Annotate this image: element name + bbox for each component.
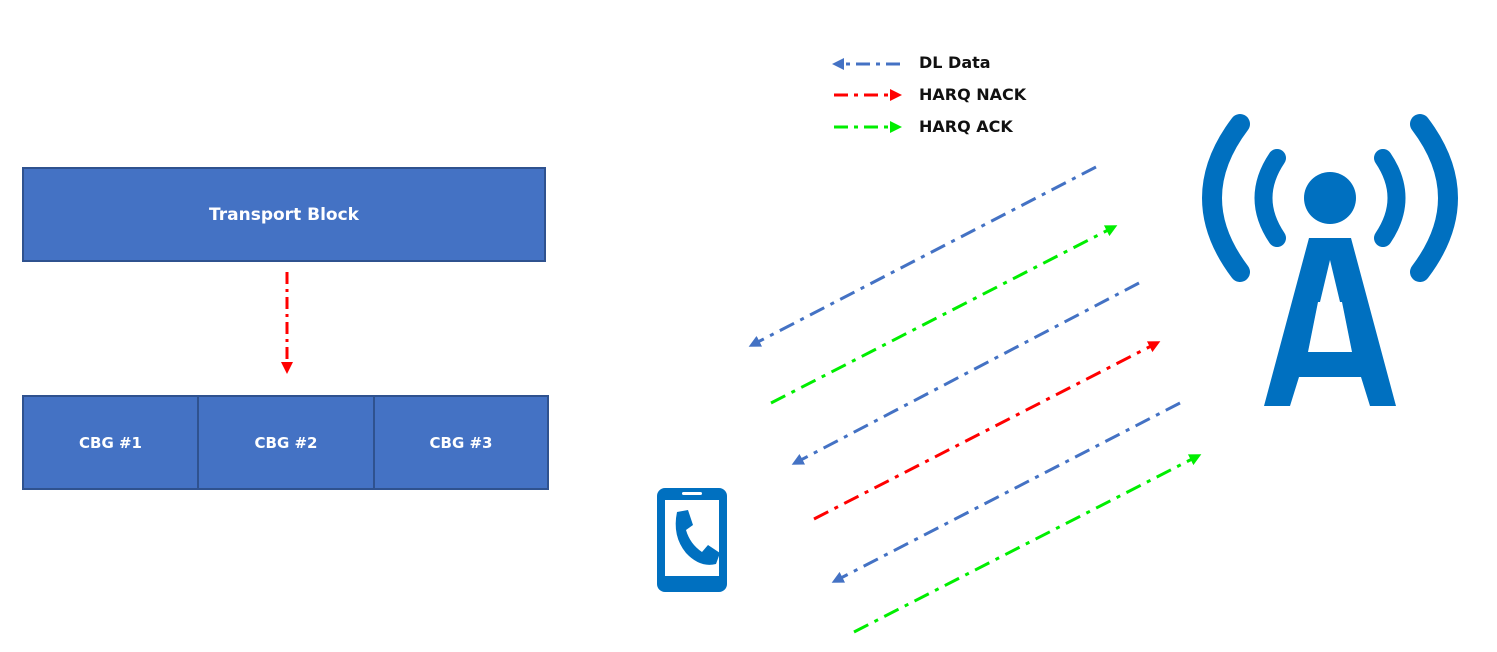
harq-nack-arrow bbox=[813, 341, 1161, 521]
dl-data-arrow-2 bbox=[791, 281, 1140, 465]
cbg-label-1: CBG #1 bbox=[79, 433, 142, 452]
transport-block-label: Transport Block bbox=[209, 204, 359, 225]
cbg-block-1: CBG #1 bbox=[22, 395, 199, 490]
legend-label-dl-data: DL Data bbox=[919, 53, 991, 72]
cbg-label-2: CBG #2 bbox=[254, 433, 318, 452]
cbg-block-2: CBG #2 bbox=[197, 395, 375, 490]
cell-tower-icon bbox=[1202, 114, 1458, 406]
dl-data-arrow-3 bbox=[831, 401, 1181, 583]
mobile-phone-icon bbox=[657, 488, 727, 592]
cbg-label-3: CBG #3 bbox=[429, 433, 493, 452]
dl-data-arrow-1 bbox=[748, 165, 1097, 347]
transport-block: Transport Block bbox=[22, 167, 546, 262]
cbg-block-3: CBG #3 bbox=[373, 395, 549, 490]
harq-ack-arrow-1 bbox=[770, 225, 1118, 405]
harq-ack-arrow-2 bbox=[853, 454, 1202, 634]
legend-label-harq-ack: HARQ ACK bbox=[919, 117, 1013, 136]
legend-label-harq-nack: HARQ NACK bbox=[919, 85, 1027, 104]
